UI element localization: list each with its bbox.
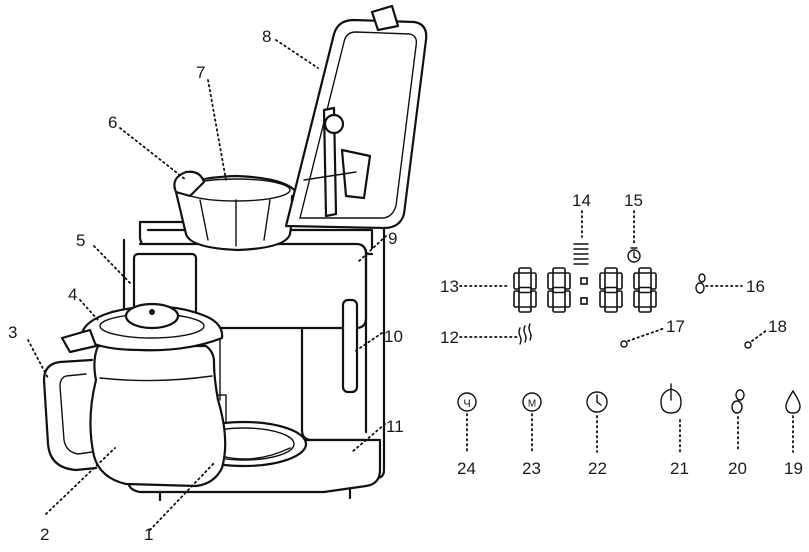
display-segment [616,272,623,290]
callout-11: 11 [386,417,404,436]
callout-7: 7 [196,63,205,82]
display-segment [638,267,652,274]
callout-5: 5 [76,231,85,250]
callout-6: 6 [108,113,117,132]
callout-20: 20 [728,459,747,478]
keep-warm-button-glyph: Ч [463,398,470,410]
colon-dot-bottom [580,297,588,305]
grind-button[interactable] [731,389,745,414]
display-digit [599,267,623,313]
callout-15: 15 [624,191,643,210]
timer-button[interactable] [586,391,608,413]
callout-16: 16 [746,277,765,296]
top-lid [284,4,428,230]
display-segment [518,286,532,294]
menu-button-glyph: M [528,399,536,410]
display-segment [530,272,537,290]
display-segment [518,267,532,274]
display-segment [552,267,566,274]
callout-12: 12 [440,328,459,347]
display-segment [547,290,554,308]
led-17 [620,340,628,348]
glass-carafe [42,302,227,488]
display-digit [513,267,537,313]
callout-14: 14 [572,191,591,210]
display-segment [638,306,652,313]
callout-10: 10 [384,327,403,346]
water-button[interactable] [785,389,801,414]
display-segment [638,286,652,294]
display-segment [599,272,606,290]
display-segment [530,290,537,308]
callout-18: 18 [768,317,787,336]
colon-dot-top [580,277,588,285]
display-segment [633,290,640,308]
coffee-maker-illustration [42,4,428,502]
timer-indicator-icon [627,247,641,263]
callout-8: 8 [262,27,271,46]
menu-button[interactable]: M [522,392,542,412]
display-segment [650,290,657,308]
display-segment [513,290,520,308]
display-segment [564,272,571,290]
display-segment [616,290,623,308]
display-segment [604,267,618,274]
callout-4: 4 [68,285,77,304]
control-panel: Ч M [457,243,801,414]
display-segment [513,272,520,290]
display-segment [518,306,532,313]
display-segment [547,272,554,290]
display-segment [552,306,566,313]
callout-2: 2 [40,525,49,544]
callout-21: 21 [670,459,689,478]
keep-warm-button[interactable]: Ч [457,392,477,412]
callout-3: 3 [8,323,17,342]
callout-17: 17 [666,317,685,336]
display-segment [604,306,618,313]
display-segment [552,286,566,294]
power-button[interactable] [660,383,682,414]
callout-23: 23 [522,459,541,478]
strength-indicator-icon [573,243,589,265]
callout-19: 19 [784,459,803,478]
leader-lines [27,39,794,531]
display-digit [633,267,657,313]
display-digit [547,267,571,313]
display-segment [599,290,606,308]
display-segment [604,286,618,294]
filter-basket [173,170,308,252]
callout-13: 13 [440,277,459,296]
callout-1: 1 [144,525,153,544]
display-segment [650,272,657,290]
callout-24: 24 [457,459,476,478]
callout-9: 9 [388,229,397,248]
display-segment [633,272,640,290]
led-18 [744,341,752,349]
bean-indicator-icon [695,273,706,294]
callout-22: 22 [588,459,607,478]
keep-warm-indicator-icon [518,323,532,345]
callout-numbers: 1 2 3 4 5 6 7 8 9 10 11 12 13 14 15 16 1… [8,27,803,544]
display-segment [564,290,571,308]
display-digits [513,267,657,313]
